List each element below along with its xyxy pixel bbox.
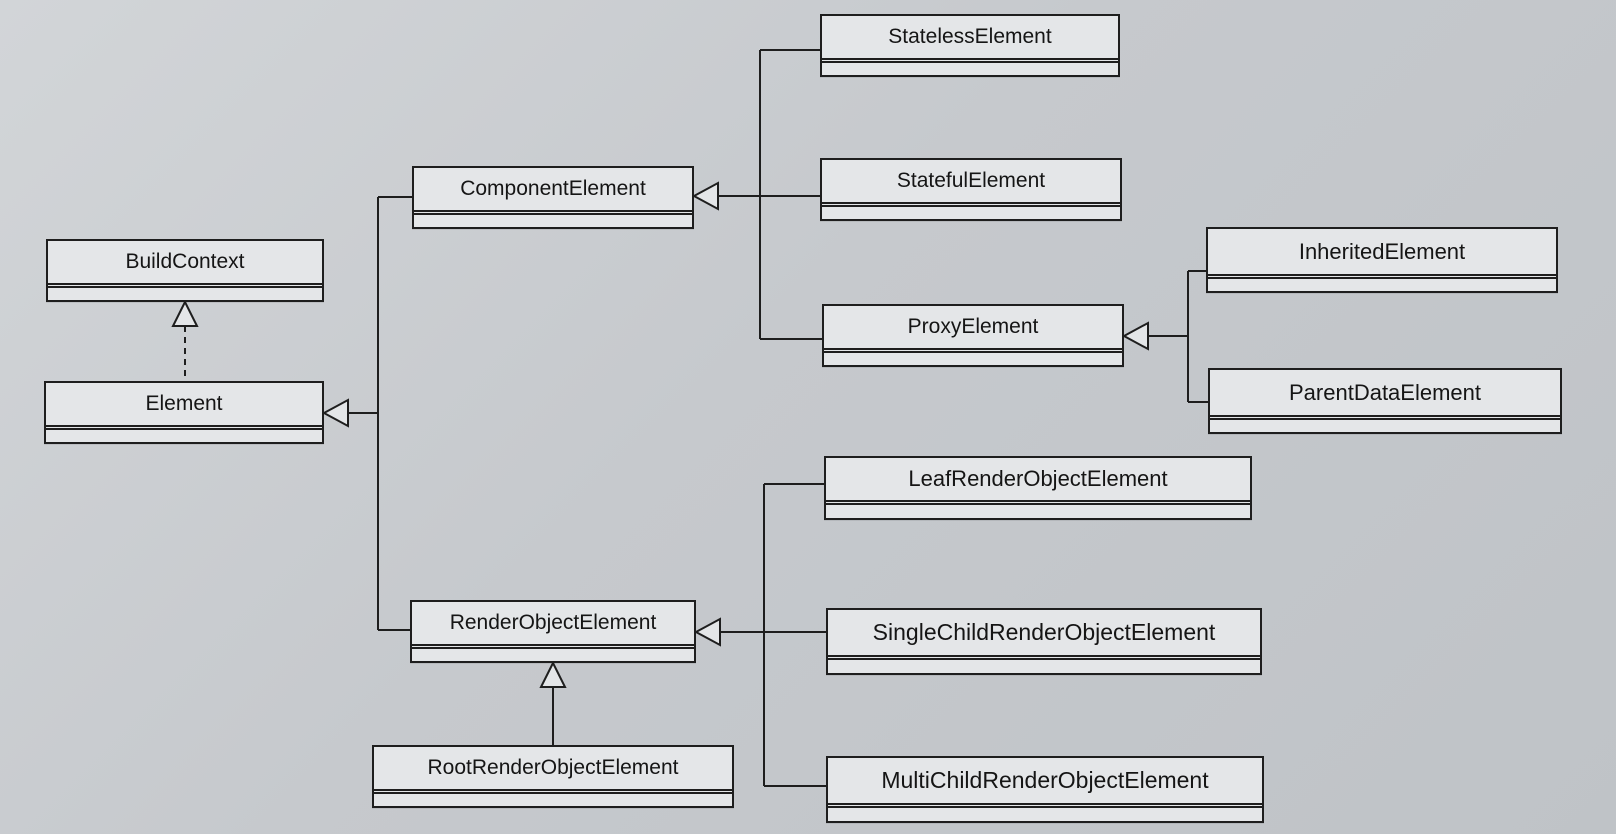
class-attributes-compartment [822, 204, 1120, 207]
class-attributes-compartment [48, 285, 322, 288]
class-attributes-compartment [822, 60, 1118, 63]
class-leaf-render-object-element: LeafRenderObjectElement [824, 456, 1252, 520]
class-name: RootRenderObjectElement [374, 747, 732, 791]
class-name: SingleChildRenderObjectElement [828, 610, 1260, 657]
inheritance-arrowhead-element [321, 398, 349, 428]
class-attributes-compartment [826, 502, 1250, 505]
class-name: ComponentElement [414, 168, 692, 212]
class-methods-compartment [414, 215, 692, 218]
class-component-element: ComponentElement [412, 166, 694, 229]
class-name: BuildContext [48, 241, 322, 285]
class-methods-compartment [822, 63, 1118, 66]
class-name: ParentDataElement [1210, 370, 1560, 417]
realization-arrowhead-buildcontext [171, 299, 199, 327]
class-methods-compartment [822, 207, 1120, 210]
class-stateless-element: StatelessElement [820, 14, 1120, 77]
class-attributes-compartment [828, 805, 1262, 808]
class-methods-compartment [1210, 420, 1560, 423]
class-name: StatelessElement [822, 16, 1118, 60]
inheritance-arrowhead-root-to-renderobjectelement [539, 660, 567, 688]
class-attributes-compartment [374, 791, 732, 794]
class-name: StatefulElement [822, 160, 1120, 204]
class-methods-compartment [48, 288, 322, 291]
class-methods-compartment [374, 794, 732, 797]
class-methods-compartment [412, 649, 694, 652]
class-root-render-object-element: RootRenderObjectElement [372, 745, 734, 808]
class-name: MultiChildRenderObjectElement [828, 758, 1262, 805]
class-stateful-element: StatefulElement [820, 158, 1122, 221]
class-attributes-compartment [824, 350, 1122, 353]
class-multi-child-render-object-element: MultiChildRenderObjectElement [826, 756, 1264, 823]
inheritance-arrowhead-proxyelement [1121, 321, 1149, 351]
class-methods-compartment [828, 660, 1260, 663]
class-attributes-compartment [828, 657, 1260, 660]
inheritance-arrowhead-componentelement [691, 181, 719, 211]
class-methods-compartment [826, 505, 1250, 508]
class-attributes-compartment [1210, 417, 1560, 420]
class-parent-data-element: ParentDataElement [1208, 368, 1562, 434]
class-methods-compartment [828, 808, 1262, 811]
class-build-context: BuildContext [46, 239, 324, 302]
class-inherited-element: InheritedElement [1206, 227, 1558, 293]
class-name: InheritedElement [1208, 229, 1556, 276]
class-attributes-compartment [414, 212, 692, 215]
class-methods-compartment [824, 353, 1122, 356]
class-attributes-compartment [412, 646, 694, 649]
class-proxy-element: ProxyElement [822, 304, 1124, 367]
class-name: Element [46, 383, 322, 427]
class-attributes-compartment [46, 427, 322, 430]
class-name: RenderObjectElement [412, 602, 694, 646]
inheritance-arrowhead-renderobjectelement [693, 617, 721, 647]
class-element: Element [44, 381, 324, 444]
class-methods-compartment [46, 430, 322, 433]
class-single-child-render-object-element: SingleChildRenderObjectElement [826, 608, 1262, 675]
class-render-object-element: RenderObjectElement [410, 600, 696, 663]
class-attributes-compartment [1208, 276, 1556, 279]
class-name: LeafRenderObjectElement [826, 458, 1250, 502]
class-methods-compartment [1208, 279, 1556, 282]
class-name: ProxyElement [824, 306, 1122, 350]
